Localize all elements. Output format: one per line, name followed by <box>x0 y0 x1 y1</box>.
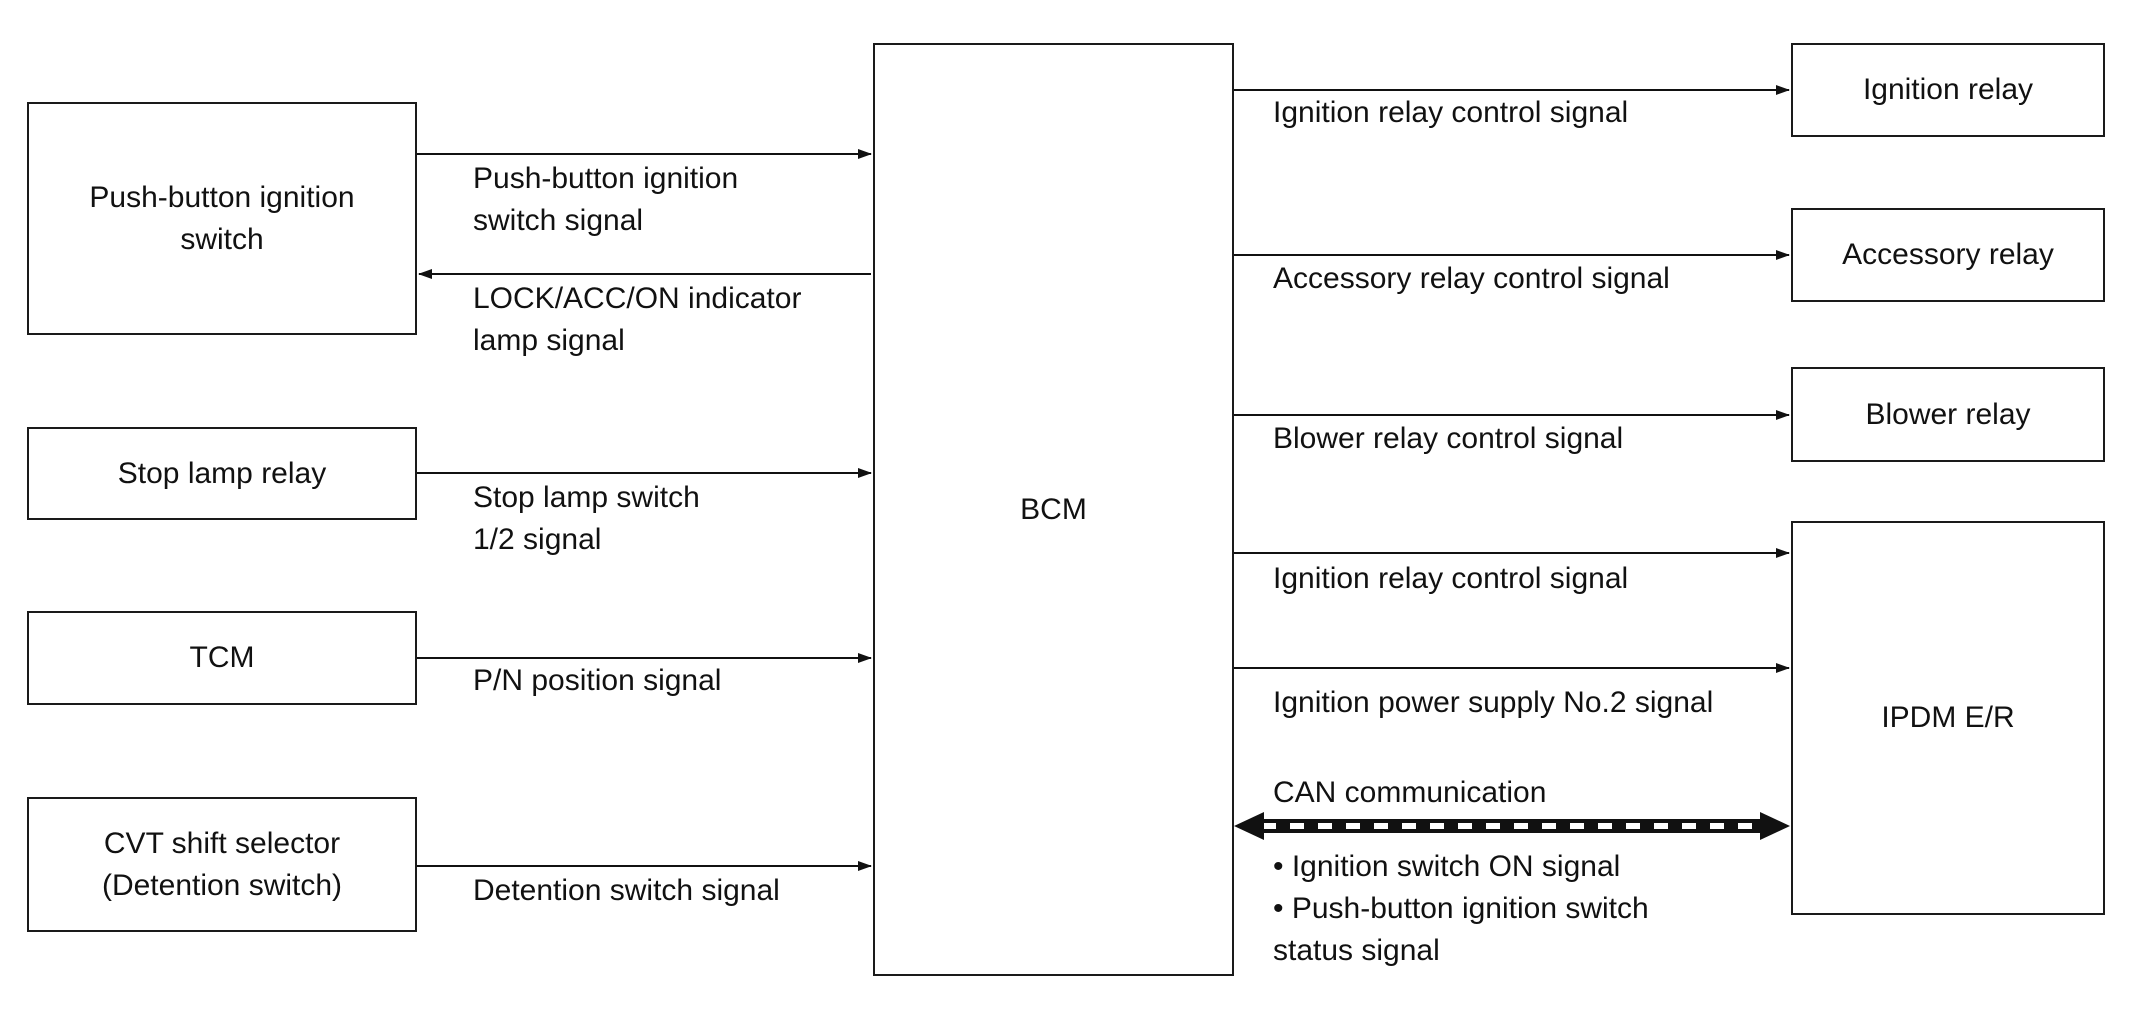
stop-lamp-relay-block: Stop lamp relay <box>27 427 417 520</box>
tcm-label: TCM <box>189 641 255 674</box>
detention-signal-label: Detention switch signal <box>473 874 780 907</box>
can-communication-label: CAN communication <box>1273 776 1547 809</box>
indicator-lamp-signal-label: LOCK/ACC/ON indicator lamp signal <box>473 282 802 357</box>
blower-relay-ctrl-label: Blower relay control signal <box>1273 422 1624 455</box>
ignition-relay-label: Ignition relay <box>1862 73 2034 106</box>
stop-lamp-signal-label: Stop lamp switch 1/2 signal <box>473 481 700 556</box>
ignition-relay-block: Ignition relay <box>1791 43 2105 137</box>
cvt-selector-block: CVT shift selector (Detention switch) <box>27 797 417 932</box>
accessory-relay-ctrl-label: Accessory relay control signal <box>1273 262 1670 295</box>
bcm-block: BCM <box>873 43 1234 976</box>
ignition-relay-ctrl-label-2: Ignition relay control signal <box>1273 562 1629 595</box>
accessory-relay-label: Accessory relay <box>1842 238 2054 271</box>
blower-relay-label: Blower relay <box>1865 397 2031 431</box>
ignition-power-no2-label: Ignition power supply No.2 signal <box>1273 686 1714 719</box>
blower-relay-block: Blower relay <box>1791 367 2105 462</box>
pn-position-signal-label: P/N position signal <box>473 664 722 697</box>
accessory-relay-block: Accessory relay <box>1791 208 2105 302</box>
ipdm-label: IPDM E/R <box>1881 701 2015 734</box>
can-bus-line <box>1234 812 1790 840</box>
tcm-block: TCM <box>27 611 417 705</box>
cvt-selector-label: CVT shift selector (Detention switch) <box>101 826 343 902</box>
ignition-relay-ctrl-label-1: Ignition relay control signal <box>1273 96 1629 129</box>
can-item-ignition-on: • Ignition switch ON signal <box>1273 850 1621 883</box>
push-button-switch-label: Push-button ignition switch <box>89 180 355 256</box>
push-button-switch-block: Push-button ignition switch <box>27 102 417 335</box>
stop-lamp-relay-label: Stop lamp relay <box>117 456 327 490</box>
ipdm-block: IPDM E/R <box>1791 521 2105 915</box>
push-button-signal-label: Push-button ignition switch signal <box>473 162 739 237</box>
bcm-label: BCM <box>1020 492 1087 526</box>
can-item-push-button-status: • Push-button ignition switch status sig… <box>1273 892 1649 967</box>
